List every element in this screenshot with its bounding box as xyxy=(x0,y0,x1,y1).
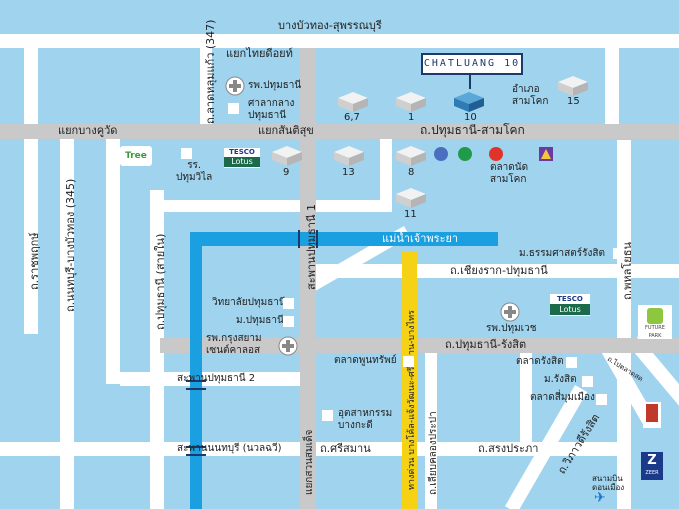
tesco-lotus-logo-1: TESCO Lotus xyxy=(224,148,260,168)
place-college-pathum: วิทยาลัยปทุมธานี xyxy=(212,297,286,308)
label-santisuk: แยกสันติสุข xyxy=(258,124,314,137)
road-ratchaphruek xyxy=(24,34,38,334)
place-talad-phunsap: ตลาดพูนทรัพย์ xyxy=(334,355,397,366)
hospital-icon-pathum xyxy=(225,76,245,96)
tree-logo: Tree xyxy=(120,146,152,166)
building-label-1: 1 xyxy=(408,112,415,123)
label-ratchaphruek: ถ.ราชพฤกษ์ xyxy=(28,232,41,290)
zeer-logo: Z ZEER xyxy=(641,452,663,480)
expressway xyxy=(402,252,417,509)
label-pathum1-vertical: สะพานปทุมธานี 1 xyxy=(305,204,318,290)
road-latlum xyxy=(200,34,212,134)
river-horizontal xyxy=(190,232,498,246)
label-bang-kuwat: แยกบางคูวัด xyxy=(58,124,118,137)
building-11 xyxy=(396,188,426,208)
airplane-icon: ✈ xyxy=(594,490,606,506)
label-pathum-saiin: ถ.ปทุมธานี (สายใน) xyxy=(154,233,167,330)
road-b11-h xyxy=(160,200,392,212)
bank-logo-krungthai xyxy=(489,147,503,161)
marker-phunsap xyxy=(403,356,414,367)
marker-m-rangsit xyxy=(582,376,593,387)
label-junction-thai: แยกไทยดีอยท์ xyxy=(226,47,293,60)
road-vert-mid xyxy=(520,350,532,450)
tesco-lotus-logo-2: TESCO Lotus xyxy=(550,294,590,316)
marker-simuang xyxy=(596,394,607,405)
label-pathum2: สะพานปทุมธานี 2 xyxy=(177,373,256,384)
hospital-icon-krungsiam xyxy=(278,336,298,356)
bank-logo-kbank xyxy=(458,147,472,161)
building-15 xyxy=(558,76,588,96)
road-right-top-vert xyxy=(605,34,619,134)
building-label-11: 11 xyxy=(404,209,417,220)
label-sriman: ถ.ศรีสมาน xyxy=(320,442,371,455)
building-1 xyxy=(396,92,426,112)
label-pathum-rangsit: ถ.ปทุมธานี-รังสิต xyxy=(445,338,527,351)
label-latlum: ถ.ลาดหลุมแก้ว (347) xyxy=(204,19,217,124)
label-chiangrak: ถ.เชียงราก-ปทุมธานี xyxy=(450,264,548,277)
future-park-logo: FUTURE PARK xyxy=(638,305,672,339)
marker-school xyxy=(181,148,192,159)
place-m-rangsit: ม.รังสิต xyxy=(544,374,577,385)
road-pathum2 xyxy=(120,372,300,386)
place-amphoe-samkhok: อำเภอ สามโคก xyxy=(512,84,549,107)
label-liab-khlong: ถ.เลียบคลองประปา xyxy=(428,411,439,495)
place-hosp-pathum: รพ.ปทุมธานี xyxy=(248,80,302,91)
bank-logo-scb xyxy=(434,147,448,161)
building-label-9: 9 xyxy=(283,167,290,178)
place-sala-klang: ศาลากลาง ปทุมธานี xyxy=(248,98,295,121)
building-9 xyxy=(272,146,302,166)
road-left-lower xyxy=(106,134,120,384)
marker-industrial xyxy=(322,410,333,421)
marker-ratchamongkol xyxy=(613,248,624,259)
place-hosp-krungsiam: รพ.กรุงสยาม เซนต์คาลอส xyxy=(206,333,262,356)
building-8 xyxy=(396,146,426,166)
place-ratchamongkol: ม.ธรรมศาสตร์รังสิต xyxy=(519,248,605,259)
label-river: แม่น้ำเจ้าพระยา xyxy=(382,232,459,245)
building-label-6-7: 6,7 xyxy=(344,112,360,123)
title-text: CHATLUANG 10 xyxy=(423,58,521,69)
marker-sala-klang xyxy=(228,103,239,114)
label-nonthaburi-bridge: สะพานนนทบุรี (นวลฉวี) xyxy=(177,443,282,454)
place-univ-pathum: ม.ปทุมธานี xyxy=(236,315,284,326)
marker-univ xyxy=(283,316,294,327)
place-industrial: อุตสาหกรรม บางกะดี xyxy=(338,408,393,431)
road-kaew-vertical xyxy=(300,48,316,509)
marker-talad-rangsit xyxy=(566,357,577,368)
road-phaholyothin xyxy=(617,140,631,509)
building-10 xyxy=(454,92,484,112)
place-talad-simuang: ตลาดสี่มุมเมือง xyxy=(530,392,595,403)
label-songprapa: ถ.สรงประภา xyxy=(478,442,539,455)
label-pathum-samkhok: ถ.ปทุมธานี-สามโคก xyxy=(420,123,525,137)
building-label-8: 8 xyxy=(408,167,415,178)
bank-logo-ktb xyxy=(539,147,553,161)
place-talad-rangsit: ตลาดรังสิต xyxy=(516,356,564,367)
road-nonthaburi-bbt xyxy=(60,134,74,509)
label-nonthaburi-bbt: ถ.นนทบุรี-บางบัวทอง (345) xyxy=(64,178,77,312)
building-6-7 xyxy=(338,92,368,112)
building-13 xyxy=(334,146,364,166)
building-label-15: 15 xyxy=(567,96,580,107)
label-top-road: บางบัวทอง-สุพรรณบุรี xyxy=(278,19,382,32)
river-vertical xyxy=(190,232,202,509)
road-pathum-saiin xyxy=(150,190,164,509)
building-logo-right xyxy=(643,402,661,428)
marker-college xyxy=(283,298,294,309)
place-talad-samkhok: ตลาดนัด สามโคก xyxy=(490,162,529,185)
building-label-10: 10 xyxy=(464,112,477,123)
hospital-icon-pathumwet xyxy=(500,302,520,322)
road-pathum-samkhok xyxy=(0,124,679,139)
chatluang-title-box: CHATLUANG 10 xyxy=(421,53,523,75)
label-expressway: ทางด่วน บางโค้ล-แจ้งวัฒนะ-ศรีสมาน-บางไทร xyxy=(407,310,417,490)
road-liab-khlong xyxy=(425,350,437,509)
building-label-13: 13 xyxy=(342,167,355,178)
label-kaew-suankhlong: แยกสวนสมเด็จ xyxy=(304,429,315,495)
place-airport: สนามบิน ดอนเมือง xyxy=(592,474,625,493)
road-top xyxy=(0,34,679,48)
place-hosp-pathumwet: รพ.ปทุมเวช xyxy=(486,323,537,334)
place-school-pathumwilai: รร. ปทุมวิไล xyxy=(176,160,213,183)
road-b13-box xyxy=(380,134,392,204)
